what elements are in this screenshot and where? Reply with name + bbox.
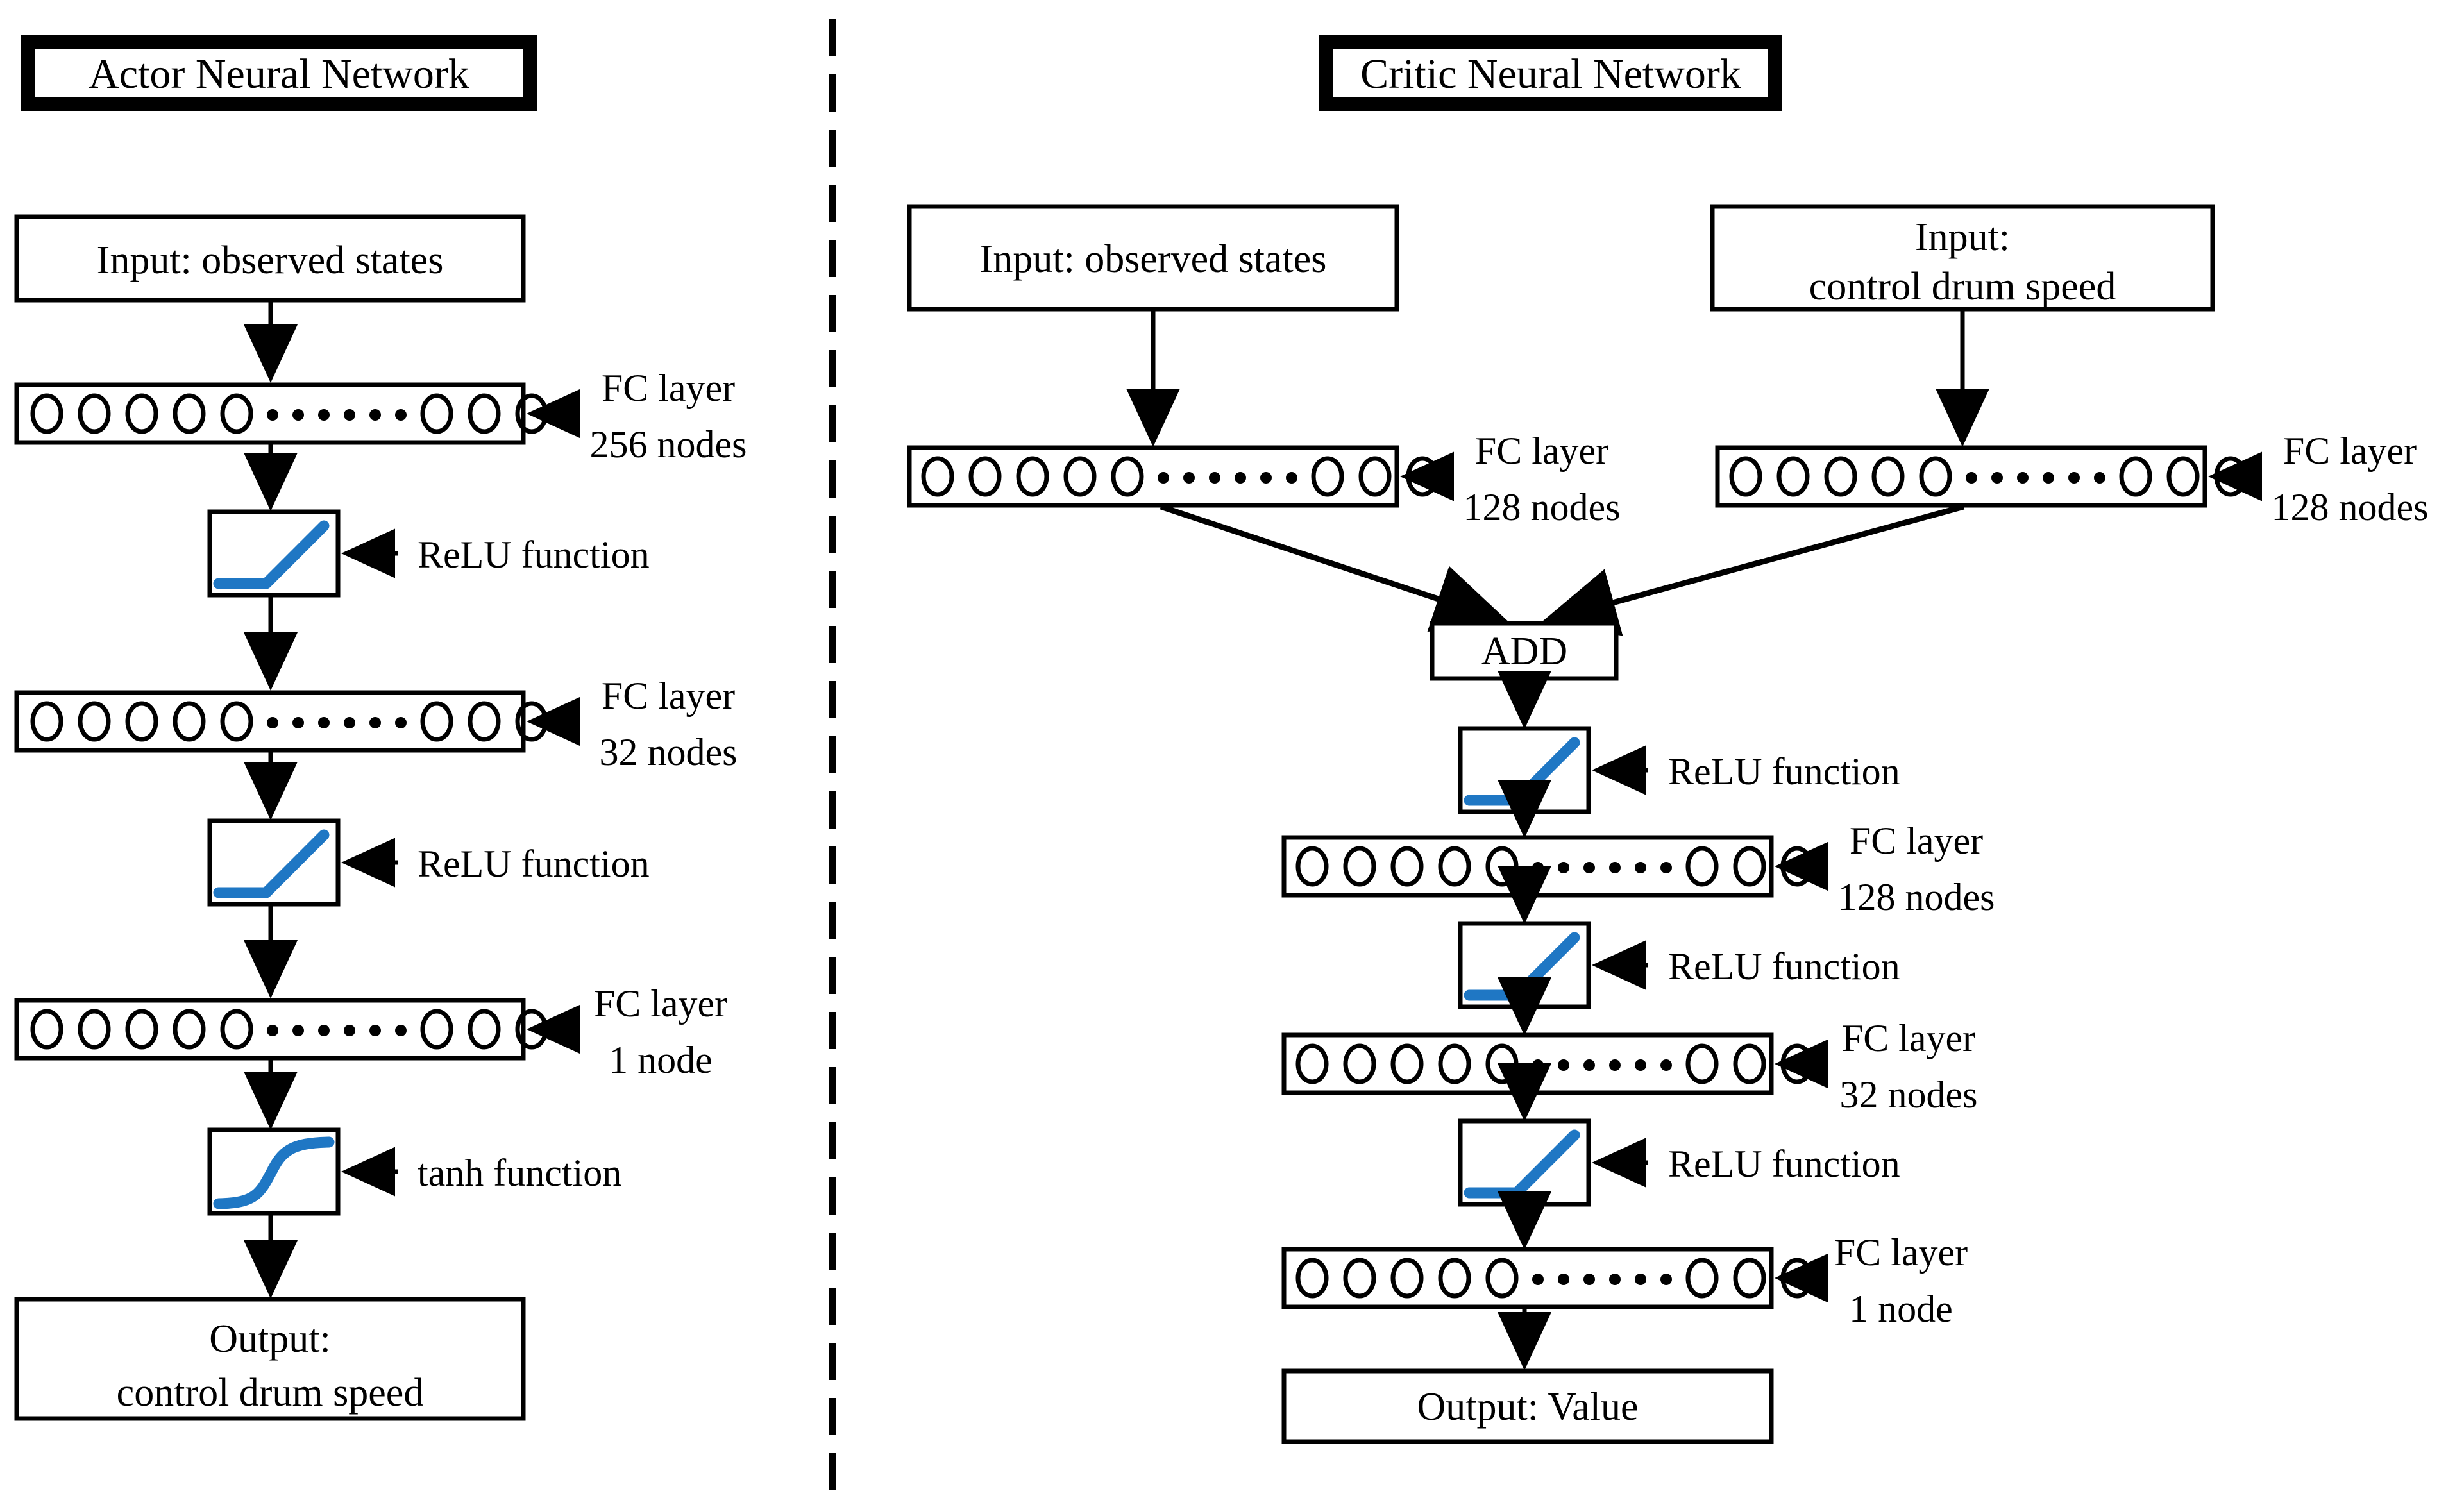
- actor-title-box: [21, 35, 537, 111]
- critic-relu2-label: ReLU function: [1668, 945, 1900, 988]
- actor-fc2-label-line2: 32 nodes: [600, 731, 738, 773]
- actor-fc3-label-line2: 1 node: [609, 1039, 713, 1081]
- actor-fc1-label-line2: 256 nodes: [590, 423, 747, 466]
- critic-fc3-box: [1281, 1247, 1774, 1309]
- critic-fc-right-label-line2: 128 nodes: [2272, 486, 2429, 528]
- critic-fc1-label-line1: FC layer: [1850, 820, 1983, 862]
- critic-fc1-box: [1281, 835, 1774, 898]
- actor-fc2-label-line1: FC layer: [602, 675, 735, 717]
- critic-fc2-label-line2: 32 nodes: [1840, 1073, 1978, 1116]
- critic-input-left-box: [907, 204, 1399, 312]
- critic-fc-left-label-line1: FC layer: [1475, 430, 1608, 472]
- actor-relu1-label: ReLU function: [418, 534, 650, 576]
- critic-add-box: [1430, 621, 1619, 681]
- critic-fc3-label-line2: 1 node: [1849, 1288, 1953, 1330]
- critic-output-box: [1281, 1368, 1774, 1444]
- critic-fc3-label-line1: FC layer: [1834, 1231, 1968, 1274]
- actor-fc3-label-line1: FC layer: [594, 982, 727, 1025]
- actor-relu2-label: ReLU function: [418, 843, 650, 885]
- critic-relu3-label: ReLU function: [1668, 1143, 1900, 1185]
- actor-title: Actor Neural Network: [89, 51, 469, 97]
- critic-output-label: Output: Value: [1417, 1385, 1639, 1429]
- critic-input-right-line1: Input:: [1915, 215, 2010, 259]
- critic-merge-line-left: [1160, 503, 1510, 632]
- actor-input-box: [14, 214, 526, 303]
- critic-input-left-label: Input: observed states: [980, 237, 1327, 281]
- critic-fc2-box: [1281, 1032, 1774, 1095]
- actor-output-line2: control drum speed: [117, 1371, 424, 1415]
- actor-tanh-label: tanh function: [418, 1152, 621, 1194]
- critic-fc1-label-line2: 128 nodes: [1838, 876, 1995, 918]
- critic-relu1-label: ReLU function: [1668, 750, 1900, 793]
- actor-input-label: Input: observed states: [97, 239, 444, 282]
- critic-merge-line-right: [1541, 503, 1965, 636]
- actor-output-box: [14, 1297, 526, 1421]
- actor-output-line1: Output:: [209, 1317, 330, 1361]
- critic-fc-right-box: [1715, 445, 2207, 508]
- critic-fc-left-box: [907, 445, 1399, 508]
- critic-fc-right-label-line1: FC layer: [2283, 430, 2417, 472]
- critic-add-label: ADD: [1481, 630, 1567, 673]
- actor-fc1-label-line1: FC layer: [602, 367, 735, 409]
- critic-title-box: [1319, 35, 1782, 111]
- critic-input-right-box: [1710, 204, 2215, 312]
- critic-title: Critic Neural Network: [1360, 51, 1741, 97]
- critic-input-right-line2: control drum speed: [1809, 265, 2116, 308]
- critic-fc2-label-line1: FC layer: [1842, 1017, 1975, 1059]
- critic-fc-left-label-line2: 128 nodes: [1464, 486, 1621, 528]
